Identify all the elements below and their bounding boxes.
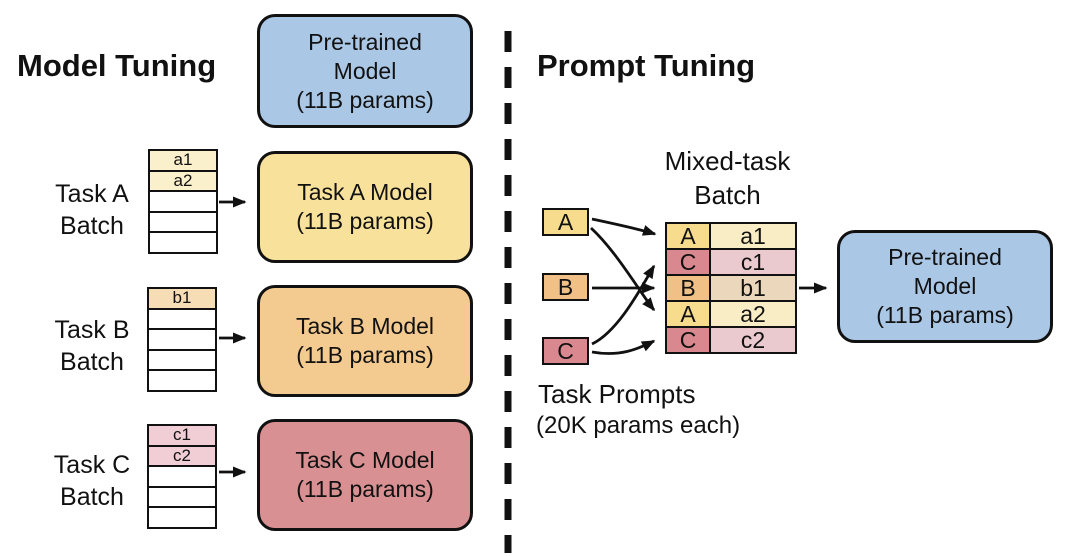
batch-table-row: C c2 [667,328,795,352]
task-b-batch-stack: b1 [147,287,217,392]
batch-row-empty [149,467,215,488]
task-a-batch-label: Task A Batch [55,180,129,240]
batch-row-empty [149,330,215,351]
batch-row-task-cell: A [667,302,711,326]
batch-row-empty [150,233,216,252]
mixed-task-batch-label: Mixed-task Batch [664,146,791,210]
batch-row-empty [149,487,215,508]
batch-row-item-cell: b1 [711,276,795,300]
task-c-batch-label: Task C Batch [53,451,131,511]
batch-row: c1 [149,426,215,447]
pretrained-model-box-left: Pre-trained Model (11B params) [257,14,473,128]
task-model-text-line: Task B Model [295,313,435,339]
task-prompts-caption: Task Prompts [538,379,696,409]
task-b-model-box: Task B Model (11B params) [257,285,473,397]
pretrained-model-text-line: (11B params) [876,302,1014,328]
batch-row-empty [149,508,215,527]
batch-table-row: B b1 [667,276,795,302]
batch-row-item-cell: a2 [711,302,795,326]
batch-table-row: A a1 [667,224,795,250]
arrow-prompt-a-to-row-a1 [591,217,657,236]
task-prompt-c: C [542,337,589,365]
pretrained-model-text-line: Model [333,57,397,84]
batch-row-empty [149,350,215,371]
pretrained-model-text-line: Pre-trained [888,244,1002,270]
pretrained-model-box-right: Pre-trained Model (11B params) [837,230,1053,343]
task-model-text-line: Task A Model [297,179,433,205]
task-prompts-params-caption: (20K params each) [536,412,741,439]
prompt-tuning-title: Prompt Tuning [537,48,756,83]
task-c-model-box: Task C Model (11B params) [257,419,473,531]
arrow-prompt-c-to-row-c2 [591,339,656,355]
task-a-model-box: Task A Model (11B params) [257,151,473,263]
task-model-text-line: (11B params) [296,476,434,502]
batch-table-row: A a2 [667,302,795,328]
task-prompt-a: A [542,208,589,236]
batch-row-item-cell: c1 [711,250,795,274]
batch-row: c2 [149,446,215,467]
batch-table-row: C c1 [667,250,795,276]
batch-row: a2 [150,171,216,192]
task-model-text-line: (11B params) [296,342,434,368]
batch-row-task-cell: A [667,224,711,248]
pretrained-model-text-line: Pre-trained [308,28,422,55]
task-a-batch-stack: a1 a2 [148,149,218,254]
batch-row-task-cell: C [667,328,711,352]
task-c-batch-stack: c1 c2 [147,424,217,529]
batch-row-item-cell: a1 [711,224,795,248]
batch-row-empty [149,371,215,390]
batch-row: b1 [149,289,215,310]
batch-row-item-cell: c2 [711,328,795,352]
arrow-prompt-a-to-row-a2 [590,226,656,312]
mixed-task-batch-table: A a1 C c1 B b1 A a2 C c2 [665,222,797,354]
batch-row: a1 [150,151,216,172]
pretrained-model-text-line: Model [913,273,977,299]
task-prompt-b: B [542,273,589,301]
batch-row-empty [149,309,215,330]
task-model-text-line: Task C Model [295,447,435,473]
model-tuning-title: Model Tuning [17,48,217,83]
batch-row-task-cell: B [667,276,711,300]
arrow-prompt-c-to-row-c1 [591,264,656,346]
batch-row-empty [150,212,216,233]
task-b-batch-label: Task B Batch [54,316,130,376]
batch-row-empty [150,192,216,213]
pretrained-model-text-line: (11B params) [296,86,434,113]
task-model-text-line: (11B params) [296,208,434,234]
batch-row-task-cell: C [667,250,711,274]
